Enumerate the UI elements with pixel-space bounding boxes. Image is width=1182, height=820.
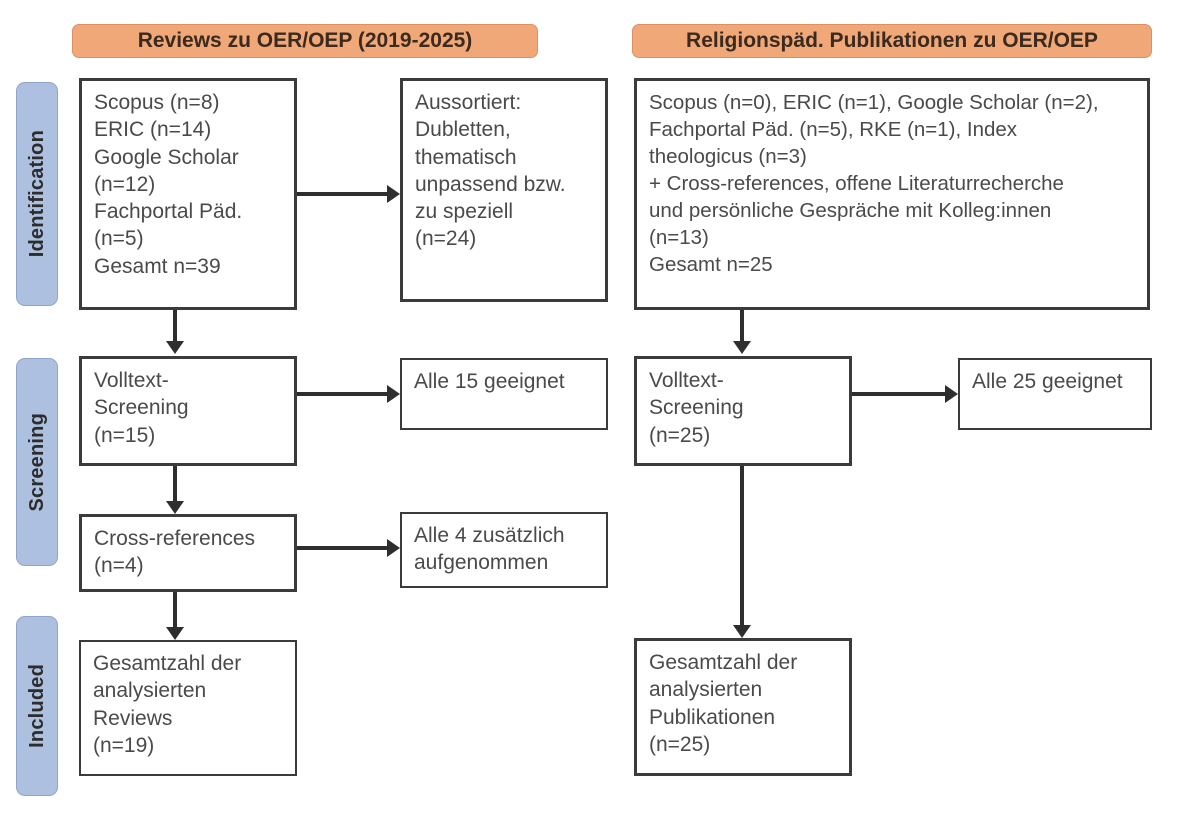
left-crossref-result-box: Alle 4 zusätzlich aufgenommen <box>400 512 608 588</box>
stage-label-screening: Screening <box>25 412 48 512</box>
connector-left-fulltext-to-result <box>297 392 387 396</box>
stage-pill-screening: Screening <box>16 358 58 566</box>
arrowhead-right-sources-to-fulltext <box>733 341 751 354</box>
right-fulltext-screening-box: Volltext- Screening (n=25) <box>634 356 852 466</box>
arrowhead-right-fulltext-to-included <box>733 625 751 638</box>
left-fulltext-result-box: Alle 15 geeignet <box>400 358 608 430</box>
connector-right-fulltext-to-result <box>852 392 945 396</box>
connector-left-sources-to-fulltext <box>173 310 177 348</box>
connector-left-crossref-to-result <box>297 546 387 550</box>
arrowhead-left-crossref-to-result <box>387 539 400 557</box>
left-included-box: Gesamtzahl der analysierten Reviews (n=1… <box>79 640 297 776</box>
arrowhead-right-fulltext-to-result <box>945 385 958 403</box>
right-sources-box: Scopus (n=0), ERIC (n=1), Google Scholar… <box>634 78 1150 310</box>
left-excluded-box: Aussortiert: Dubletten, thematisch unpas… <box>400 78 608 302</box>
arrowhead-left-crossref-to-included <box>166 627 184 640</box>
column-header-reviews: Reviews zu OER/OEP (2019-2025) <box>72 24 538 58</box>
connector-left-crossref-to-included <box>173 592 177 634</box>
left-fulltext-screening-box: Volltext- Screening (n=15) <box>79 356 297 466</box>
connector-left-fulltext-to-crossref <box>173 466 177 508</box>
stage-pill-identification: Identification <box>16 82 58 306</box>
left-sources-box: Scopus (n=8) ERIC (n=14) Google Scholar … <box>79 78 297 310</box>
right-included-box: Gesamtzahl der analysierten Publikatione… <box>634 638 852 776</box>
stage-label-identification: Identification <box>25 130 48 258</box>
right-fulltext-result-box: Alle 25 geeignet <box>958 358 1152 430</box>
column-header-publications: Religionspäd. Publikationen zu OER/OEP <box>632 24 1152 58</box>
connector-right-sources-to-fulltext <box>740 310 744 348</box>
arrowhead-left-fulltext-to-crossref <box>166 501 184 514</box>
arrowhead-left-sources-to-fulltext <box>166 341 184 354</box>
connector-right-fulltext-to-included <box>740 466 744 632</box>
stage-label-included: Included <box>25 664 48 748</box>
arrowhead-left-sources-to-excluded <box>387 185 400 203</box>
connector-left-sources-to-excluded <box>297 192 387 196</box>
left-crossreferences-box: Cross-references (n=4) <box>79 514 297 592</box>
arrowhead-left-fulltext-to-result <box>387 385 400 403</box>
stage-pill-included: Included <box>16 616 58 796</box>
